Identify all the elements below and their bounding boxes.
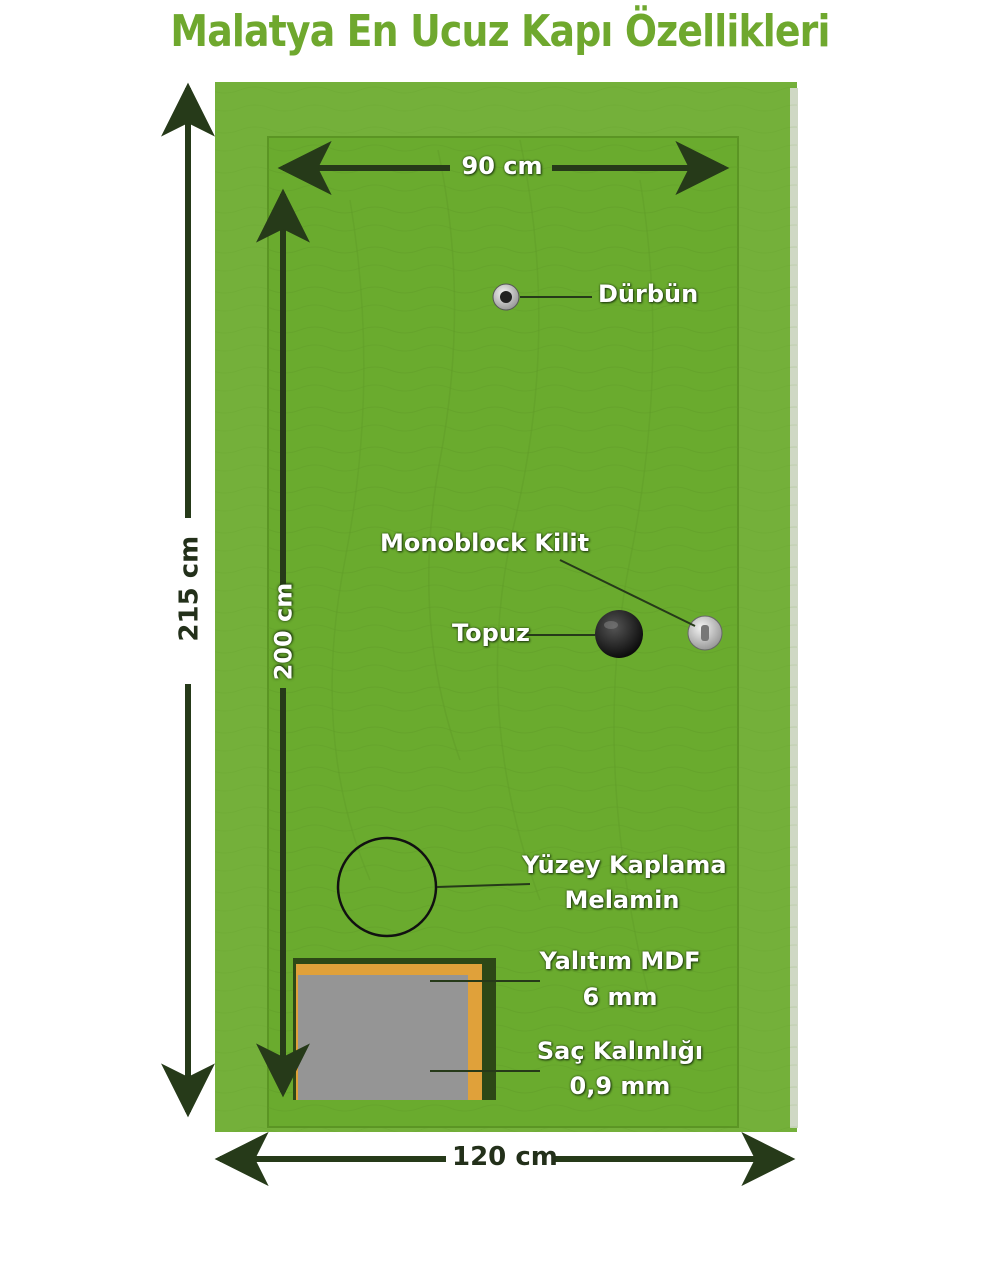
door-height-label: 200 cm	[269, 582, 298, 681]
insulation-label-line2: 6 mm	[582, 983, 658, 1011]
knob-icon	[595, 610, 643, 658]
knob-label: Topuz	[452, 619, 530, 647]
insulation-label-line1: Yalıtım MDF	[539, 947, 701, 975]
peephole-icon	[492, 283, 520, 311]
total-height-label: 215 cm	[174, 535, 205, 642]
surface-zoom-circle	[336, 836, 438, 938]
leader-lines	[430, 296, 696, 1072]
total-width-label: 120 cm	[452, 1142, 558, 1172]
dimension-arrows	[161, 82, 796, 1186]
lock-cylinder-icon	[687, 615, 723, 651]
door-width-label: 90 cm	[461, 152, 543, 180]
steel-label-line2: 0,9 mm	[569, 1072, 671, 1100]
peephole-label: Dürbün	[598, 280, 699, 308]
steel-label-line1: Saç Kalınlığı	[536, 1037, 704, 1065]
surface-label-line2: Melamin	[564, 886, 680, 914]
lock-label: Monoblock Kilit	[380, 529, 590, 557]
surface-label-line1: Yüzey Kaplama	[522, 851, 727, 879]
page-title: Malatya En Ucuz Kapı Özellikleri	[170, 6, 830, 57]
